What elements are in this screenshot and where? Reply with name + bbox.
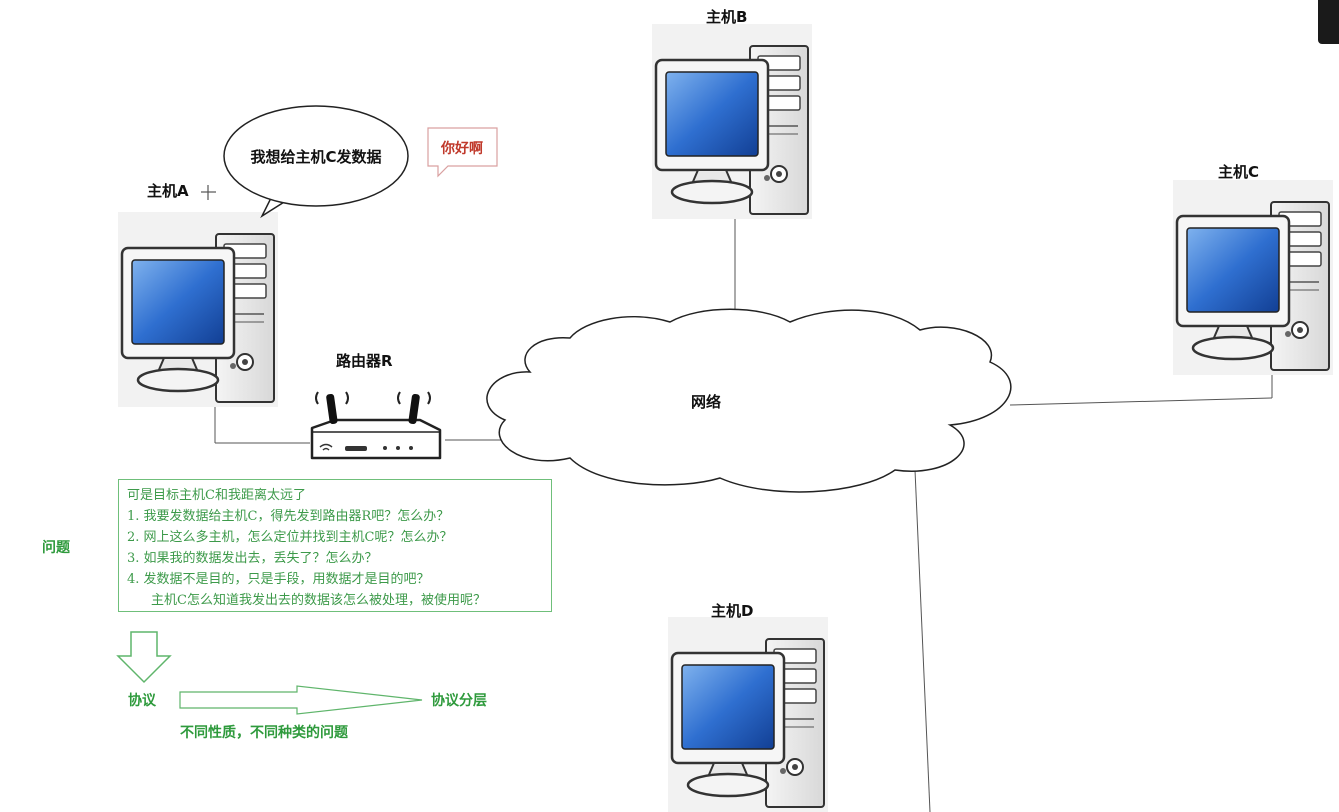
router-label: 路由器R — [336, 352, 393, 370]
greeting-callout — [427, 127, 498, 178]
question-item-3: 3. 如果我的数据发出去，丢失了？怎么办？ — [127, 551, 378, 566]
host-a-computer-icon — [116, 210, 280, 409]
host-a-label: 主机A — [147, 182, 189, 200]
router-icon — [310, 391, 442, 460]
host-b-computer-icon — [650, 22, 814, 221]
greeting-text: 你好啊 — [440, 140, 483, 157]
question-item-4: 4. 发数据不是目的，只是手段，用数据才是目的吧？ — [127, 572, 430, 587]
question-box: 可是目标主机C和我距离太远了 1. 我要发数据给主机C，得先发到路由器R吧？怎么… — [118, 479, 552, 612]
right-arrow-icon — [179, 685, 423, 715]
question-item-1: 1. 我要发数据给主机C，得先发到路由器R吧？怎么办？ — [127, 509, 450, 524]
crosshair-cursor-icon — [201, 185, 216, 200]
question-item-2: 2. 网上这么多主机，怎么定位并找到主机C呢？怎么办？ — [127, 530, 453, 545]
host-d-computer-icon — [666, 615, 830, 812]
host-c-label: 主机C — [1218, 163, 1259, 181]
question-label: 问题 — [42, 539, 71, 556]
question-item-4-continued: 主机C怎么知道我发出去的数据该怎么被处理，被使用呢？ — [151, 593, 486, 608]
down-arrow-icon — [116, 631, 172, 684]
problem-types-note: 不同性质，不同种类的问题 — [180, 724, 349, 741]
connection-lines — [214, 215, 1273, 812]
question-intro: 可是目标主机C和我距离太远了 — [127, 488, 306, 503]
network-cloud — [486, 308, 1012, 493]
window-corner — [1318, 0, 1339, 44]
thought-text: 我想给主机C发数据 — [250, 148, 381, 166]
host-d-label: 主机D — [711, 602, 753, 620]
network-label: 网络 — [691, 393, 721, 411]
protocol-label: 协议 — [128, 692, 157, 709]
thought-bubble — [223, 105, 409, 219]
protocol-layering-label: 协议分层 — [431, 692, 487, 709]
host-b-label: 主机B — [706, 8, 747, 26]
host-c-computer-icon — [1171, 178, 1335, 377]
